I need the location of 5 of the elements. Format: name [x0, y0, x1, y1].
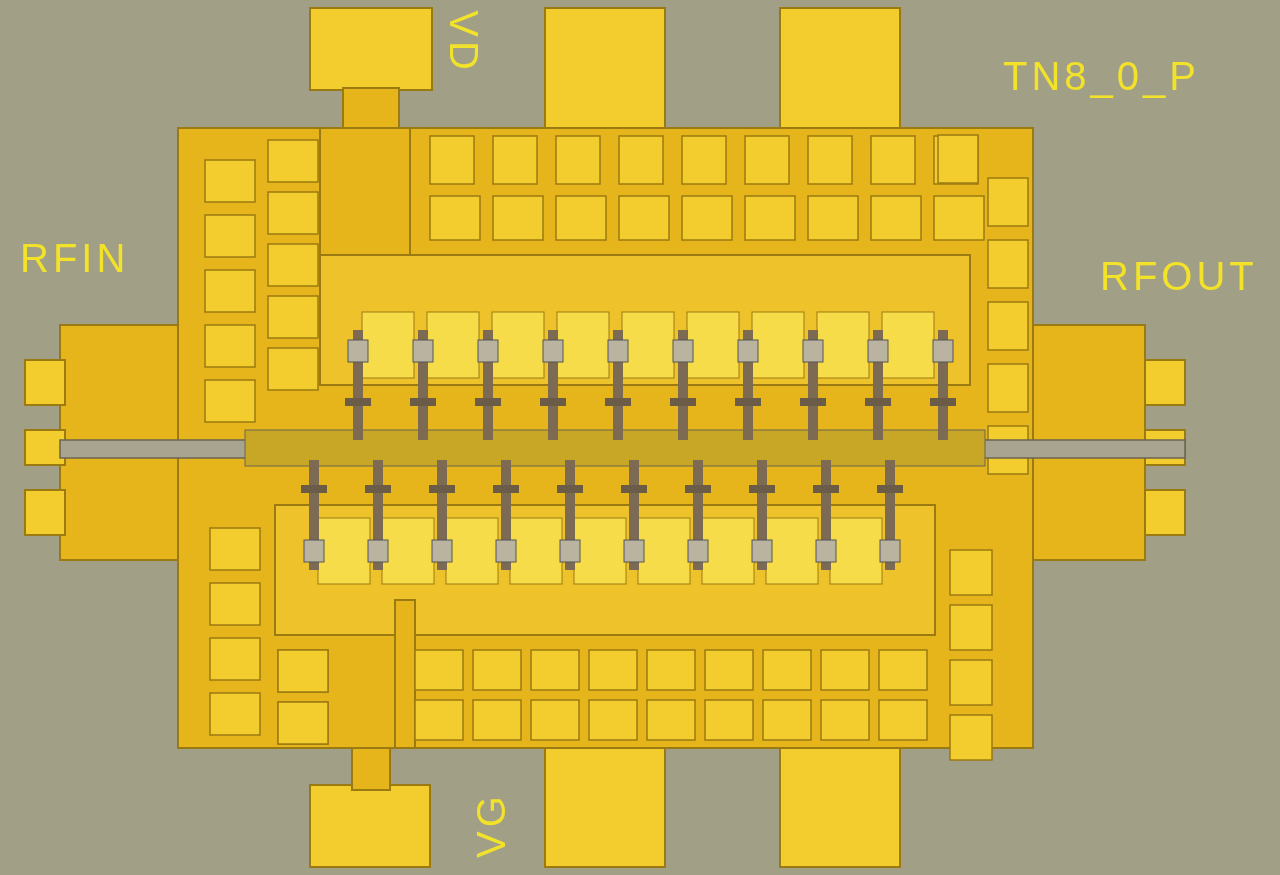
chip-label: TN8_0_P [1003, 56, 1200, 96]
chip-label: RFIN [20, 238, 130, 278]
chip-label: VG [470, 792, 511, 858]
chip-label: VD [443, 10, 484, 74]
chip-label: RFOUT [1100, 256, 1258, 296]
